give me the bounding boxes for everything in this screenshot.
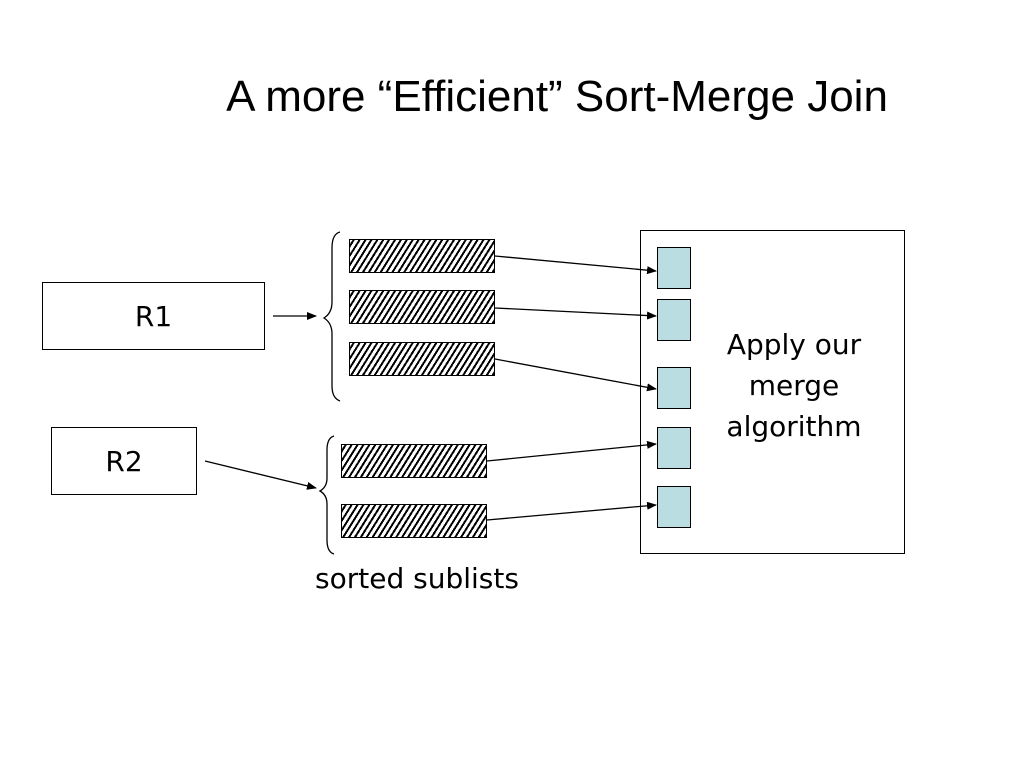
sorted-sublist-r2-1 [341,444,487,478]
input-buffer-1 [657,247,691,289]
relation-r1-label: R1 [134,299,173,333]
sublist-3-to-buffer-3-arrow [494,358,657,392]
input-buffer-3 [657,367,691,409]
relation-r2-box: R2 [51,427,197,495]
sublist-1-to-buffer-1-arrow [494,255,657,275]
relation-r1-box: R1 [42,282,265,350]
slide-title: A more “Efficient” Sort-Merge Join [226,72,888,121]
sorted-sublists-caption: sorted sublists [315,562,519,595]
input-buffer-2 [657,299,691,341]
relation-r2-label: R2 [105,444,143,478]
sorted-sublist-r2-2 [341,504,487,538]
sublist-5-to-buffer-5-arrow [486,501,657,521]
input-buffer-4 [657,427,691,469]
input-buffer-5 [657,486,691,528]
sublist-4-to-buffer-4-arrow [486,440,657,462]
sorted-sublist-r1-2 [349,290,495,324]
r2-to-sublists-arrow [204,460,317,490]
sublist-2-to-buffer-2-arrow [494,307,657,320]
sorted-sublist-r1-1 [349,239,495,273]
sorted-sublist-r1-3 [349,342,495,376]
r1-sublists-brace [322,231,341,402]
merge-algorithm-label: Apply our merge algorithm [726,328,862,443]
r2-sublists-brace [318,435,335,555]
